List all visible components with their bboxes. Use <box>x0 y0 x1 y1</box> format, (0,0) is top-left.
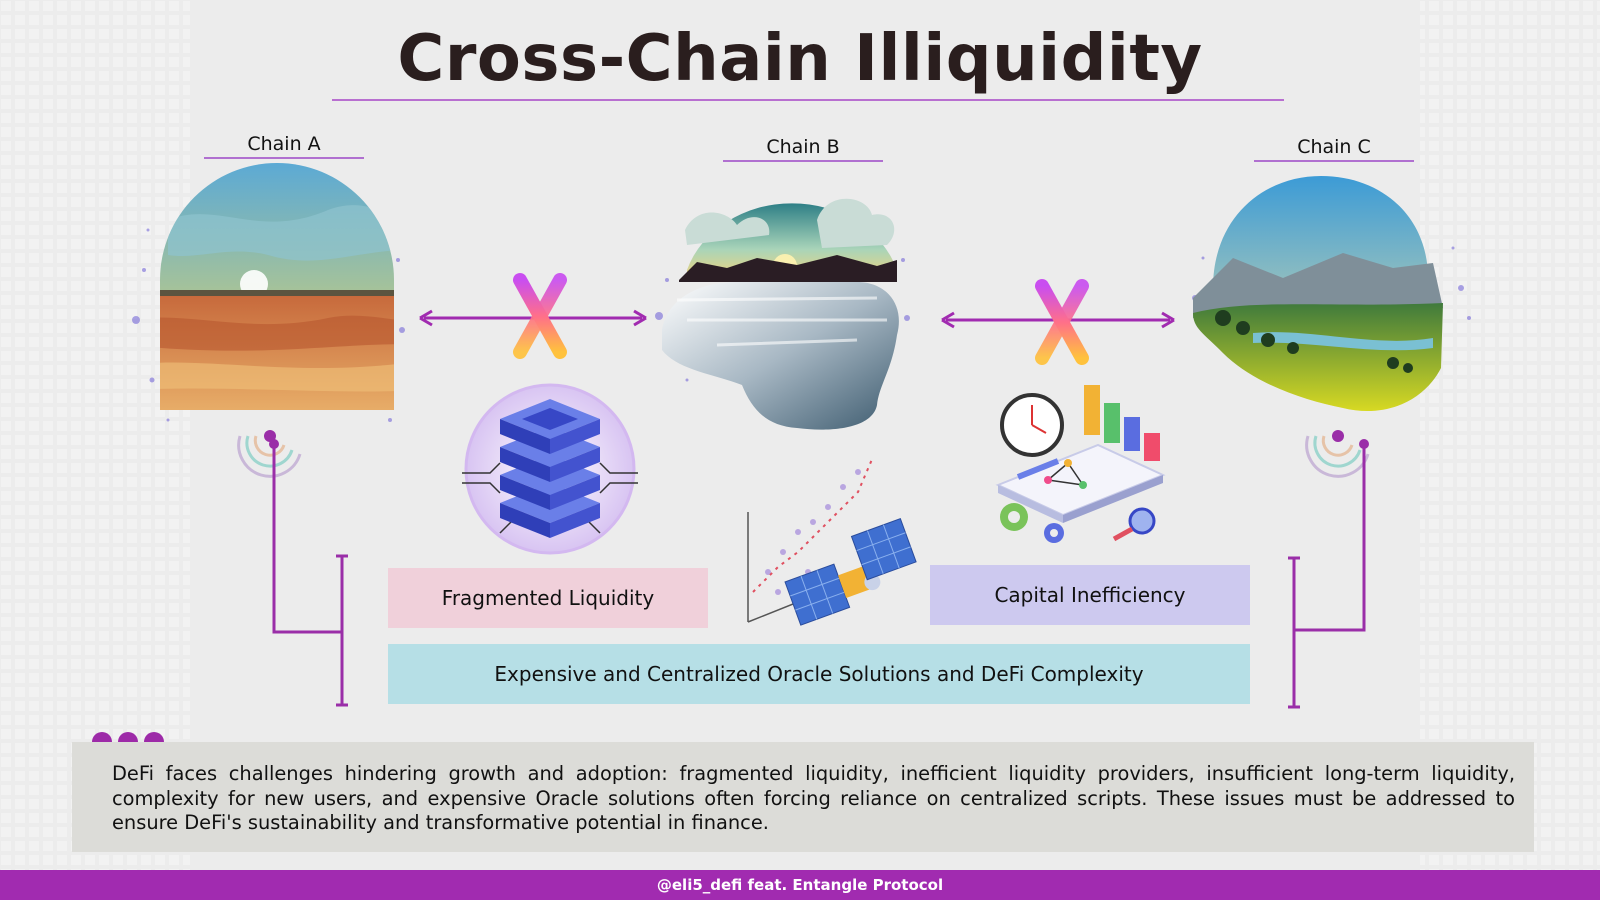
capital-inefficiency-box: Capital Inefficiency <box>930 565 1250 625</box>
description-text: DeFi faces challenges hindering growth a… <box>112 762 1515 834</box>
chain-b-label: Chain B <box>766 136 840 158</box>
chain-b-ice-image <box>655 198 910 430</box>
right-connector <box>1288 439 1369 709</box>
cross-mark-icon <box>513 273 567 359</box>
chain-c-valley-image <box>1192 176 1471 478</box>
oracle-complexity-box: Expensive and Centralized Oracle Solutio… <box>388 644 1250 704</box>
satellite-chart-icon <box>747 456 917 626</box>
cross-mark-icon <box>1035 279 1089 365</box>
chain-a-desert-image <box>132 163 405 478</box>
chain-c-underline <box>1254 160 1414 162</box>
chain-b-underline <box>723 160 883 162</box>
footer-credit: @eli5_defi feat. Entangle Protocol <box>0 870 1600 900</box>
chain-a-underline <box>204 157 364 159</box>
description-panel: DeFi faces challenges hindering growth a… <box>72 742 1534 852</box>
analytics-icon <box>995 385 1166 543</box>
fragmented-liquidity-box: Fragmented Liquidity <box>388 568 708 628</box>
title-underline <box>332 99 1284 101</box>
chain-a-label: Chain A <box>247 133 321 155</box>
left-connector <box>269 439 348 707</box>
server-icon <box>462 383 638 555</box>
page-title: Cross-Chain Illiquidity <box>397 22 1203 96</box>
chain-c-label: Chain C <box>1297 136 1371 158</box>
